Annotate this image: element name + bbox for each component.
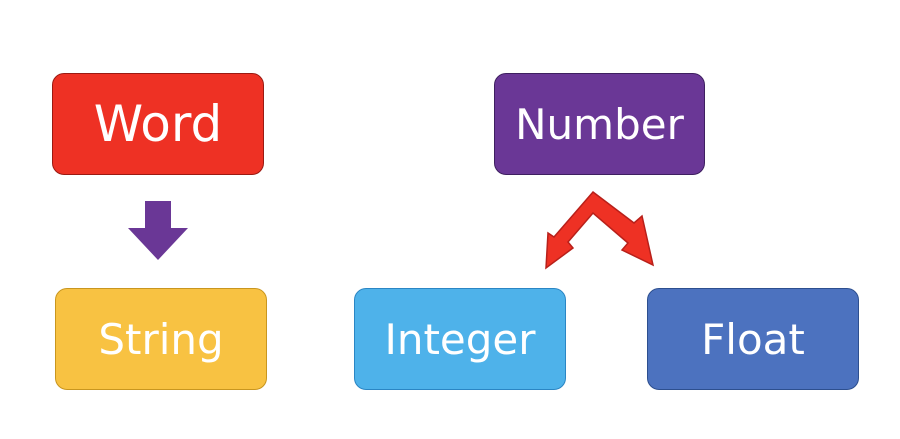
float-box: Float — [647, 288, 859, 390]
number-label: Number — [515, 99, 684, 149]
number-box: Number — [494, 73, 705, 175]
string-label: String — [98, 314, 224, 364]
down-arrow-icon — [128, 201, 188, 260]
down-arrow-shape — [128, 201, 188, 260]
word-label: Word — [93, 95, 223, 153]
split-arrow-shape — [545, 190, 655, 270]
word-box: Word — [52, 73, 264, 175]
integer-label: Integer — [384, 314, 536, 364]
split-arrow-icon — [545, 190, 655, 270]
string-box: String — [55, 288, 267, 390]
integer-box: Integer — [354, 288, 566, 390]
float-label: Float — [701, 314, 805, 364]
